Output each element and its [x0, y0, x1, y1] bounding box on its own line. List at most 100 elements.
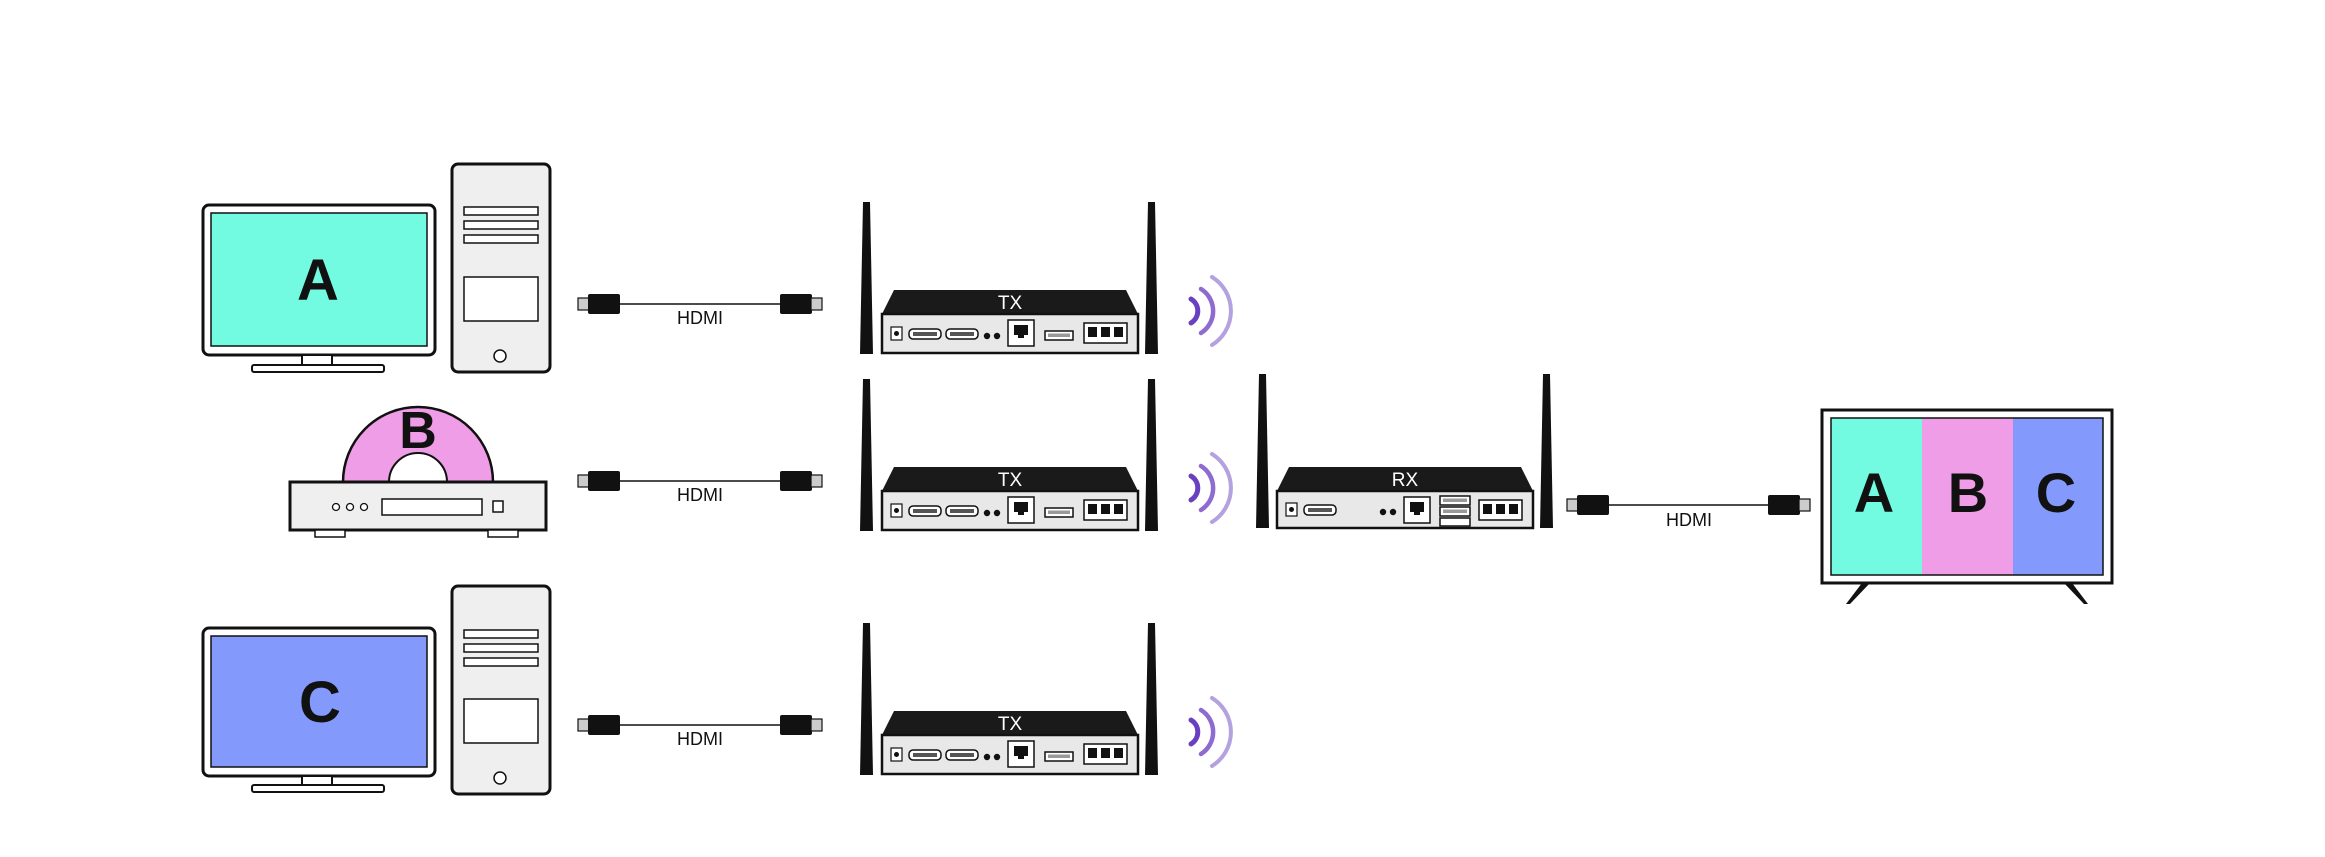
- tx-3-audio-1: [983, 753, 991, 761]
- tower-c-case: [450, 584, 552, 796]
- hdmi-plug-1-right-tip: [810, 297, 823, 311]
- disc-player-b: B: [288, 402, 548, 538]
- tx-2-top: [882, 467, 1138, 491]
- hdmi-cable-3: HDMI: [577, 715, 823, 749]
- tx-1-lan-port: [1007, 319, 1035, 347]
- tower-c-bay-2: [463, 643, 539, 653]
- monitor-c-neck: [301, 775, 333, 786]
- monitor-a-neck: [301, 354, 333, 366]
- tx-3-audio-2: [993, 753, 1001, 761]
- hdmi-plug-1-right: [780, 294, 812, 314]
- hdmi-plug-1-left-tip: [577, 297, 590, 311]
- wifi-signal-2-icon: [1188, 452, 1233, 524]
- disc-player-b-led-3: [359, 502, 369, 512]
- hdmi-cable-1-label: HDMI: [677, 308, 723, 328]
- tv-segment-b: [1922, 418, 2013, 575]
- hdmi-plug-2-right-tip: [810, 474, 823, 488]
- rx-antenna-left: [1256, 374, 1269, 528]
- tv-segment-c-label: C: [2036, 461, 2076, 524]
- tv-segment-b-label: B: [1948, 461, 1988, 524]
- tower-c-bay-3: [463, 657, 539, 667]
- hdmi-plug-4-left-tip: [1566, 498, 1579, 512]
- hdmi-cable-2-label: HDMI: [677, 485, 723, 505]
- tv-segment-a-label: A: [1854, 461, 1894, 524]
- disc-player-b-button: [492, 500, 504, 513]
- tower-a-bay-3: [463, 234, 539, 244]
- tv-leg-right: [2064, 583, 2088, 604]
- monitor-a-screen: [210, 212, 428, 347]
- tx-3-label: TX: [998, 714, 1023, 735]
- disc-player-b-tray: [381, 498, 483, 516]
- disc-player-b-foot-right: [487, 529, 519, 538]
- hdmi-cable-1: HDMI: [577, 294, 823, 328]
- tx-unit-1: TX: [860, 202, 1158, 355]
- tx-1-audio-1: [983, 332, 991, 340]
- hdmi-plug-4-right: [1768, 495, 1800, 515]
- hdmi-cable-4: HDMI: [1566, 495, 1811, 530]
- hdmi-plug-2-left-tip: [577, 474, 590, 488]
- tv-segment-a: [1831, 418, 1922, 575]
- rx-audio-1: [1379, 508, 1387, 516]
- tx-1-label: TX: [998, 293, 1023, 314]
- tx-2-audio-2: [993, 509, 1001, 517]
- tower-c-panel: [463, 698, 539, 744]
- tv-segment-c: [2013, 418, 2103, 575]
- hdmi-plug-4-left: [1577, 495, 1609, 515]
- disc-b-label: B: [399, 402, 437, 460]
- tx-1-audio-2: [993, 332, 1001, 340]
- rx-unit: RX: [1256, 374, 1553, 530]
- rx-audio-2: [1389, 508, 1397, 516]
- tower-a-bay-1: [463, 206, 539, 216]
- tower-c-bay-1: [463, 629, 539, 639]
- monitor-a-label: A: [297, 248, 339, 313]
- tx-3-lan-port: [1007, 740, 1035, 768]
- tx-unit-3: TX: [860, 623, 1158, 776]
- tv-display: A B C: [1820, 408, 2114, 604]
- hdmi-plug-4-right-tip: [1798, 498, 1811, 512]
- tower-c-power-button: [493, 771, 507, 785]
- tx-2-audio-1: [983, 509, 991, 517]
- tv-leg-left: [1846, 583, 1870, 604]
- wifi-signal-1-icon: [1188, 275, 1233, 347]
- disc-player-b-led-1: [331, 502, 341, 512]
- tx-1-antenna-right: [1145, 202, 1158, 354]
- hdmi-plug-3-left-tip: [577, 718, 590, 732]
- computer-c: C: [201, 584, 552, 796]
- tx-3-antenna-left: [860, 623, 873, 775]
- wifi-signal-3-icon: [1188, 696, 1233, 768]
- tower-a-case: [450, 162, 552, 374]
- monitor-c-label: C: [299, 670, 341, 735]
- hdmi-plug-2-right: [780, 471, 812, 491]
- tx-2-label: TX: [998, 470, 1023, 491]
- tower-a-bay-2: [463, 220, 539, 230]
- tx-1-antenna-left: [860, 202, 873, 354]
- tx-3-antenna-right: [1145, 623, 1158, 775]
- hdmi-cable-4-label: HDMI: [1666, 510, 1712, 530]
- rx-usb-port-3: [1439, 517, 1471, 527]
- rx-label: RX: [1392, 470, 1419, 491]
- tx-2-antenna-right: [1145, 379, 1158, 531]
- tx-3-top: [882, 711, 1138, 735]
- hdmi-cable-2: HDMI: [577, 471, 823, 505]
- disc-player-b-foot-left: [314, 529, 346, 538]
- computer-a: A: [201, 162, 552, 374]
- disc-player-b-led-2: [345, 502, 355, 512]
- tv-screen-border: [1830, 417, 2104, 576]
- hdmi-plug-3-right-tip: [810, 718, 823, 732]
- tower-a-power-button: [493, 349, 507, 363]
- hdmi-plug-3-left: [588, 715, 620, 735]
- tx-1-top: [882, 290, 1138, 314]
- hdmi-cable-3-label: HDMI: [677, 729, 723, 749]
- monitor-c-stand: [251, 784, 385, 793]
- monitor-a-stand: [251, 364, 385, 373]
- disc-b-hole: [387, 452, 449, 483]
- disc-b: [341, 405, 495, 484]
- hdmi-plug-1-left: [588, 294, 620, 314]
- tx-2-antenna-left: [860, 379, 873, 531]
- rx-antenna-right: [1540, 374, 1553, 528]
- hdmi-plug-2-left: [588, 471, 620, 491]
- hdmi-plug-3-right: [780, 715, 812, 735]
- rx-top: [1277, 467, 1533, 491]
- monitor-c-screen: [210, 635, 428, 768]
